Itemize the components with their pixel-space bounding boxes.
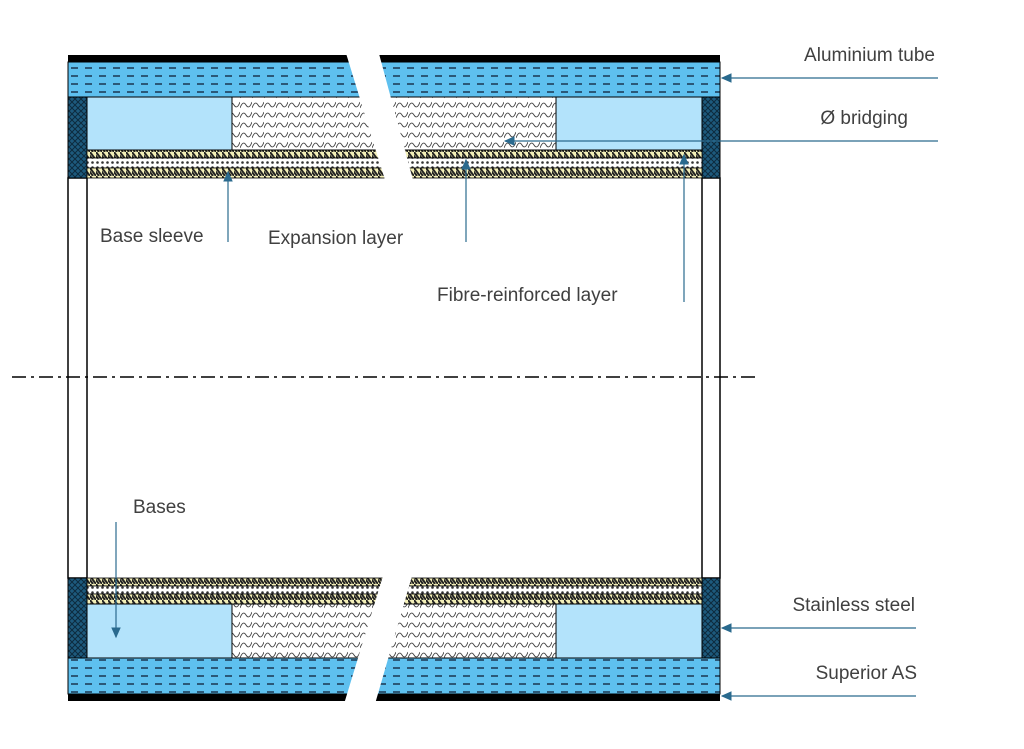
label-fibre-reinforced-layer: Fibre-reinforced layer [437, 285, 618, 306]
bottom-left-end-cap [67, 577, 88, 659]
bottom-right-base [555, 603, 703, 659]
bottom-outer-black [68, 694, 720, 701]
top-left-end-cap [67, 96, 88, 179]
top-aluminium-tube [67, 61, 721, 98]
label-bases: Bases [133, 497, 186, 518]
bottom-break-gap [344, 576, 412, 704]
bottom-assembly [67, 576, 721, 704]
tube-walls [67, 177, 721, 579]
top-outer-black [68, 55, 720, 62]
label-superior-as: Superior AS [816, 663, 917, 684]
label-expansion-layer: Expansion layer [268, 228, 404, 249]
bottom-right-end-cap [701, 577, 721, 659]
top-right-end-cap [701, 96, 721, 179]
top-right-base [555, 96, 703, 151]
top-assembly [67, 50, 721, 180]
bottom-left-base [86, 603, 233, 659]
label-aluminium-tube: Aluminium tube [804, 45, 935, 66]
top-break-gap [345, 50, 413, 180]
label-stainless-steel: Stainless steel [792, 595, 915, 616]
bottom-aluminium-tube [67, 657, 721, 695]
leader-lines [111, 73, 938, 701]
label-base-sleeve: Base sleeve [100, 226, 204, 247]
top-left-base [86, 96, 233, 151]
label-bridging: Ø bridging [820, 108, 908, 129]
